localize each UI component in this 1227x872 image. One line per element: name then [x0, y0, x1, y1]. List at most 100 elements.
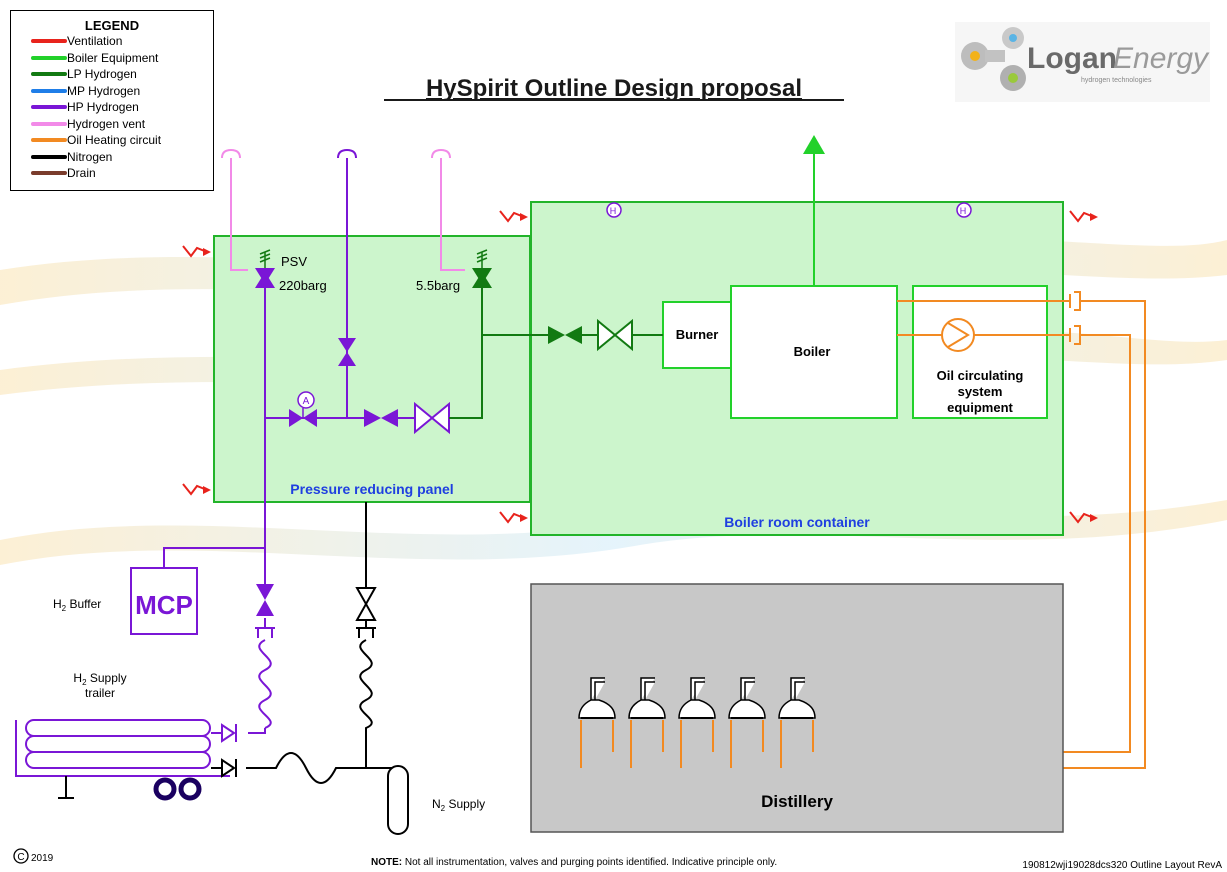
ventilation-arrow-icon [1069, 210, 1095, 223]
legend-label: LP Hydrogen [67, 67, 137, 82]
h2-sensor-1: H [606, 202, 622, 218]
burner-label: Burner [676, 327, 719, 342]
oil-circulating-box [912, 285, 1048, 419]
flue-arrow [803, 135, 825, 154]
legend-item: MP Hydrogen [11, 83, 213, 100]
legend-item: Oil Heating circuit [11, 132, 213, 149]
legend-label: Boiler Equipment [67, 50, 159, 65]
legend-item: LP Hydrogen [11, 66, 213, 83]
h2-sensor-1-label: H [610, 206, 617, 216]
psv-55-label: 5.5barg [416, 278, 460, 293]
hp-inlet-valve-icon [255, 584, 275, 638]
oil-connector-upper-icon [1069, 291, 1081, 311]
ventilation-arrow-icon [499, 511, 525, 524]
ventilation-arrows [182, 210, 1098, 524]
ventilation-arrowhead [520, 213, 528, 221]
boiler-box [730, 285, 898, 419]
legend-swatch [31, 121, 67, 126]
still-group [578, 677, 816, 768]
ventilation-arrowhead [520, 514, 528, 522]
legend-item: Nitrogen [11, 149, 213, 166]
legend-label: MP Hydrogen [67, 83, 141, 98]
diagram-title: HySpirit Outline Design proposal [426, 75, 802, 102]
oil-label-1: Oil circulating [937, 368, 1024, 383]
legend-swatch [31, 154, 67, 159]
footer-note: NOTE: Not all instrumentation, valves an… [371, 857, 777, 868]
legend-item: Ventilation [11, 33, 213, 50]
ventilation-arrow-icon [182, 245, 208, 258]
ventilation-arrowhead [1090, 213, 1098, 221]
ventilation-arrow-icon [499, 210, 525, 223]
psv-220-label: 220barg [279, 278, 327, 293]
pressure-panel-label: Pressure reducing panel [290, 481, 453, 497]
logo-tagline: hydrogen technologies [1081, 77, 1152, 84]
distillery-label: Distillery [761, 792, 833, 811]
boiler-container-label: Boiler room container [724, 514, 870, 530]
h2-buffer-label: H2 Buffer [53, 597, 101, 613]
logo-brand-text: Logan [1027, 42, 1117, 75]
hp-vent-valve-icon [338, 338, 356, 366]
n2-cylinder [387, 765, 409, 835]
hp-hydrogen-lines [163, 158, 415, 734]
copper-still-icon [678, 677, 716, 719]
document-reference: 190812wji19028dcs320 Outline Layout RevA [1022, 860, 1222, 871]
ventilation-arrow-icon [182, 483, 208, 496]
lp-control-valve-icon [597, 318, 633, 352]
h2-supply-label: H2 Supply [73, 671, 126, 687]
copyright-c-glyph: C [17, 852, 24, 863]
h2-sensor-2-label: H [960, 206, 967, 216]
n2-supply-label: N2 Supply [432, 797, 485, 813]
h2-trailer-label: trailer [85, 686, 115, 700]
ventilation-arrowhead [203, 486, 211, 494]
lp-isolation-valve-icon [548, 326, 582, 344]
legend-label: Hydrogen vent [67, 116, 146, 131]
ventilation-arrowhead [203, 248, 211, 256]
lp-hydrogen-lines [449, 288, 663, 419]
hp-vent-cap-icon [337, 148, 357, 159]
psv-5-5-valve-icon [472, 249, 492, 288]
trailer-n2-valve-icon [221, 758, 237, 778]
h2-supply-trailer [15, 719, 230, 801]
ventilation-arrow-icon [1069, 511, 1095, 524]
legend-swatch [31, 39, 67, 44]
legend-item: HP Hydrogen [11, 99, 213, 116]
legend-swatch [31, 138, 67, 143]
h2-sensor-2: H [956, 202, 972, 218]
legend-swatch [31, 88, 67, 93]
legend-label: Nitrogen [67, 149, 113, 164]
copper-still-icon [628, 677, 666, 719]
n2-isolation-valve-icon [355, 587, 377, 638]
actuator-a-label: A [303, 396, 310, 407]
legend-title: LEGEND [84, 18, 140, 33]
oil-label-2: system [958, 384, 1003, 399]
actuated-valve-a-icon: A [289, 391, 317, 427]
copyright-year: 2019 [31, 853, 54, 864]
boiler-label: Boiler [794, 344, 831, 359]
legend-item: Drain [11, 165, 213, 182]
mcp-buffer-box [130, 567, 198, 635]
copper-still-icon [578, 677, 616, 719]
copper-still-icon [728, 677, 766, 719]
legend-label: HP Hydrogen [67, 100, 139, 115]
legend-swatch [31, 55, 67, 60]
copyright-icon: C [13, 848, 29, 864]
ventilation-arrowhead [1090, 514, 1098, 522]
legend-item: Boiler Equipment [11, 50, 213, 67]
legend-swatch [31, 105, 67, 110]
legend-label: Oil Heating circuit [67, 133, 162, 148]
psv-label: PSV [281, 254, 307, 269]
copper-still-icon [778, 677, 816, 719]
oil-pump-icon [897, 318, 1070, 352]
legend-swatch [31, 171, 67, 176]
trailer-hp-valve-icon [221, 723, 237, 743]
legend-label: Ventilation [67, 34, 123, 49]
hp-isolation-valve-icon [364, 409, 398, 427]
legend-swatch [31, 72, 67, 77]
hydrogen-vent-lines [221, 148, 465, 271]
logo-brand-suffix: Energy [1113, 42, 1210, 75]
mcp-label: MCP [135, 590, 193, 620]
legend-label: Drain [67, 166, 96, 181]
legend-item: Hydrogen vent [11, 116, 213, 133]
